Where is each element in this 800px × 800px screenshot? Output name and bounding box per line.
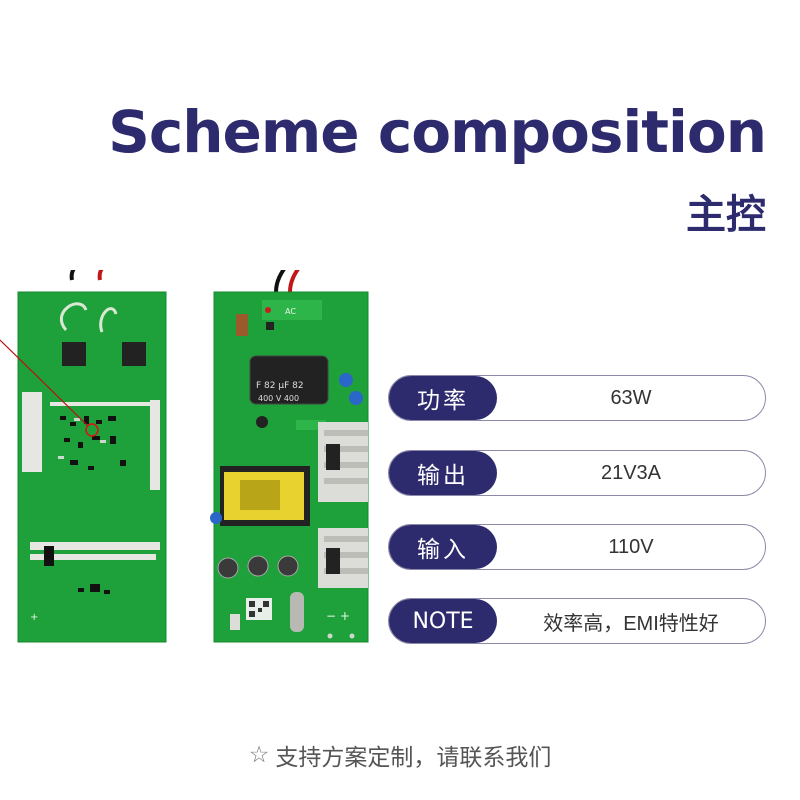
left-pcb-board: + <box>0 270 167 643</box>
capacitor-text-2: 400 V 400 <box>258 394 299 403</box>
left-board-silk: + <box>30 612 38 623</box>
spec-value-input: 110V <box>608 535 654 558</box>
spec-label-output: 输出 <box>389 451 497 495</box>
spec-row-power: 功率 63W <box>388 375 766 421</box>
ac-label: AC <box>285 307 296 316</box>
spec-row-note: NOTE 效率高，EMI特性好 <box>388 598 766 644</box>
spec-label-input: 输入 <box>389 525 497 569</box>
output-polarity-label: − + <box>326 609 350 623</box>
spec-value-power: 63W <box>610 386 652 409</box>
capacitor-text: F 82 µF 82 <box>256 381 304 391</box>
pcb-photo: + AC F 82 µF 82 400 V 400 <box>0 270 369 643</box>
spec-value-note: 效率高，EMI特性好 <box>543 612 719 635</box>
spec-label-note: NOTE <box>389 599 497 643</box>
footer-contact: ☆ 支持方案定制，请联系我们 <box>0 738 800 772</box>
page-subtitle: 主控 <box>686 192 766 238</box>
spec-value-output: 21V3A <box>600 461 662 484</box>
footer-text: 支持方案定制，请联系我们 <box>275 745 552 771</box>
spec-row-input: 输入 110V <box>388 524 766 570</box>
spec-label-power: 功率 <box>389 376 497 420</box>
page-title: Scheme composition <box>108 98 767 166</box>
star-icon: ☆ <box>248 742 270 768</box>
spec-row-output: 输出 21V3A <box>388 450 766 496</box>
right-pcb-board: AC F 82 µF 82 400 V 400 <box>210 270 369 643</box>
